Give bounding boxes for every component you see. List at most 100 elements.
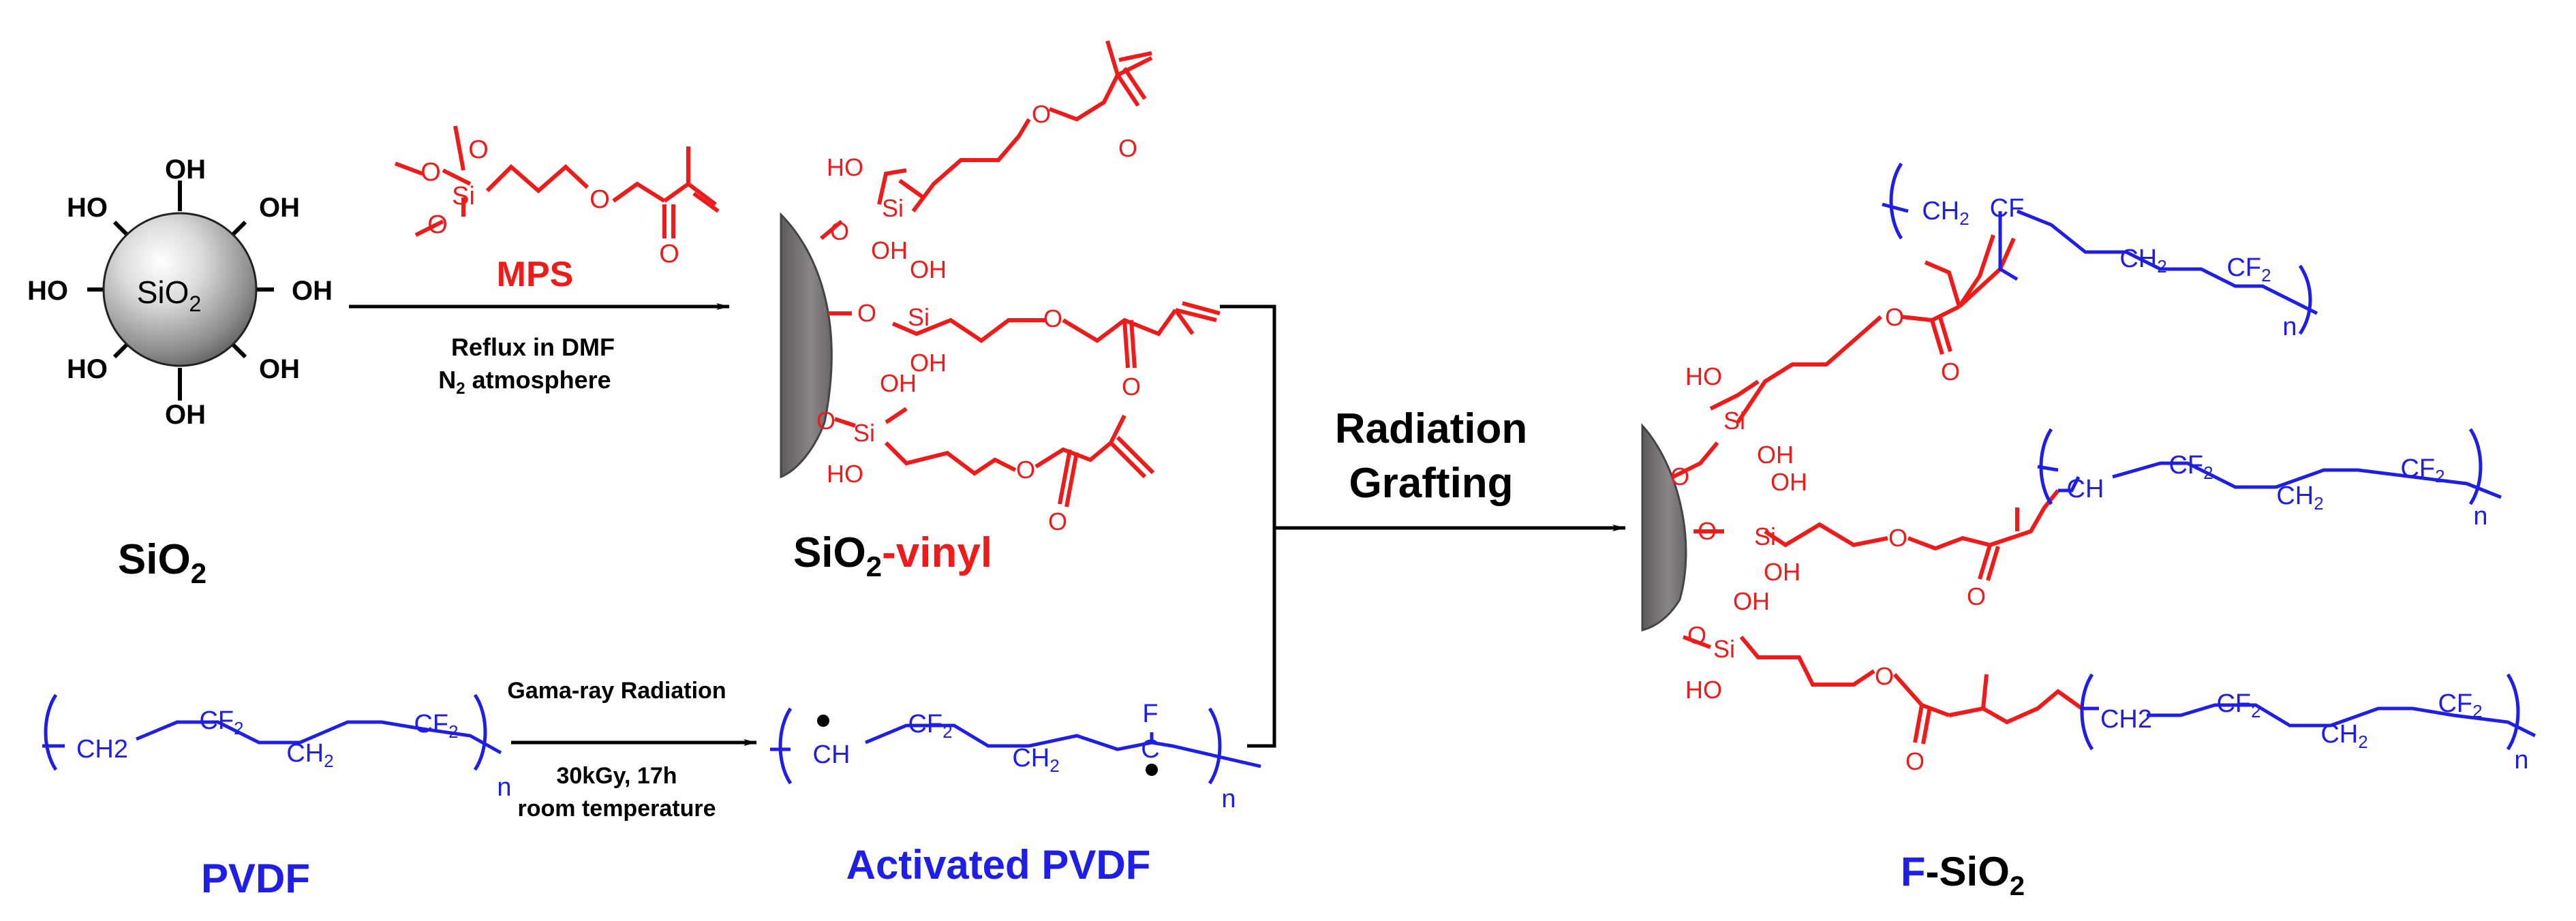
silica-sphere bbox=[102, 212, 258, 367]
svg-text:Si: Si bbox=[1723, 407, 1745, 435]
svg-text:CH: CH bbox=[2067, 475, 2104, 503]
svg-text:CF2: CF2 bbox=[2216, 689, 2260, 721]
radical-dot-ch bbox=[817, 715, 829, 727]
svg-text:O: O bbox=[1122, 373, 1141, 401]
mps-atom-labels: O O O Si O O bbox=[420, 136, 679, 268]
svg-text:CF2: CF2 bbox=[2168, 451, 2213, 483]
svg-text:HO: HO bbox=[1685, 362, 1722, 390]
gamma-condition: Gama-ray Radiation bbox=[507, 678, 726, 704]
svg-text:C: C bbox=[1141, 735, 1159, 764]
svg-text:O: O bbox=[1043, 305, 1062, 332]
svg-text:O: O bbox=[1885, 303, 1904, 331]
sio2-vinyl-title: SiO2-vinyl bbox=[793, 529, 992, 582]
svg-text:OH: OH bbox=[871, 236, 908, 264]
svg-text:O: O bbox=[420, 158, 441, 187]
reflux-condition: Reflux in DMF bbox=[451, 333, 615, 361]
svg-text:O: O bbox=[427, 210, 448, 239]
svg-text:Si: Si bbox=[882, 194, 904, 222]
svg-text:O: O bbox=[1016, 456, 1035, 484]
svg-text:Si: Si bbox=[1713, 635, 1735, 663]
svg-text:HO: HO bbox=[827, 153, 863, 181]
svg-text:OH: OH bbox=[165, 155, 206, 185]
svg-text:CF: CF bbox=[1990, 194, 2025, 223]
activated-pvdf-title: Activated PVDF bbox=[846, 842, 1151, 888]
svg-text:HO: HO bbox=[67, 193, 108, 223]
svg-text:O: O bbox=[1875, 662, 1894, 690]
svg-text:CH2: CH2 bbox=[1012, 744, 1059, 776]
svg-text:O: O bbox=[1118, 134, 1137, 162]
radical-dot-cf bbox=[1146, 764, 1158, 776]
activated-pvdf: CH CF2 CH2 F C n Activated PVDF bbox=[770, 700, 1261, 888]
svg-text:O: O bbox=[659, 240, 679, 268]
svg-text:CH2: CH2 bbox=[2276, 482, 2323, 514]
f-sio2-title: F-SiO2 bbox=[1901, 849, 2025, 901]
svg-text:OH: OH bbox=[259, 354, 300, 384]
svg-text:OH: OH bbox=[292, 276, 333, 306]
svg-text:O: O bbox=[816, 407, 835, 435]
svg-text:O: O bbox=[1888, 524, 1907, 552]
svg-text:CF2: CF2 bbox=[2438, 689, 2482, 721]
svg-text:Si: Si bbox=[1754, 522, 1776, 550]
dose-condition: 30kGy, 17h bbox=[556, 763, 677, 789]
svg-text:n: n bbox=[497, 773, 511, 802]
svg-text:O: O bbox=[857, 299, 876, 327]
svg-text:n: n bbox=[2282, 313, 2297, 341]
sphere-label: SiO2 bbox=[137, 275, 201, 316]
hydroxyl-labels: OH OH HO OH HO OH HO OH bbox=[27, 155, 333, 430]
svg-text:HO: HO bbox=[1685, 676, 1722, 704]
silica-surface bbox=[780, 212, 833, 479]
mps-label: MPS bbox=[497, 255, 574, 294]
f-sio2-product: HO O Si OH O O OH O Si OH O O O Si OH HO… bbox=[1641, 162, 2536, 901]
pvdf-title: PVDF bbox=[201, 856, 310, 901]
svg-text:CF2: CF2 bbox=[199, 706, 243, 738]
svg-text:O: O bbox=[1941, 358, 1960, 386]
svg-text:O: O bbox=[1032, 100, 1051, 128]
svg-text:O: O bbox=[1698, 517, 1717, 545]
svg-text:CH2: CH2 bbox=[2320, 720, 2367, 752]
sio2-particle: SiO2 OH OH HO OH HO OH HO OH SiO2 bbox=[27, 155, 333, 589]
svg-text:O: O bbox=[1905, 747, 1925, 775]
svg-text:CH2: CH2 bbox=[286, 739, 333, 771]
svg-text:OH: OH bbox=[910, 255, 947, 283]
atmosphere-condition: N2 atmosphere bbox=[438, 366, 611, 398]
sio2-title: SiO2 bbox=[118, 536, 206, 589]
svg-text:OH: OH bbox=[1733, 587, 1770, 615]
svg-text:OH: OH bbox=[1770, 468, 1807, 496]
sio2-vinyl: HO O Si OH OH O O O Si OH O O O Si OH HO… bbox=[780, 40, 1221, 582]
svg-text:O: O bbox=[830, 217, 849, 245]
svg-text:CH: CH bbox=[813, 740, 850, 769]
svg-text:OH: OH bbox=[259, 193, 300, 223]
svg-text:n: n bbox=[1221, 785, 1236, 813]
svg-text:O: O bbox=[1687, 621, 1706, 649]
temperature-condition: room temperature bbox=[518, 796, 716, 822]
svg-text:n: n bbox=[2514, 746, 2528, 775]
mps-molecule bbox=[394, 125, 720, 238]
svg-text:CF2: CF2 bbox=[414, 710, 458, 742]
svg-text:CH2: CH2 bbox=[2100, 705, 2152, 734]
svg-text:O: O bbox=[1048, 508, 1067, 535]
svg-text:O: O bbox=[1670, 463, 1689, 490]
radiation-label-2: Grafting bbox=[1349, 460, 1513, 507]
svg-text:Si: Si bbox=[853, 419, 875, 447]
svg-text:O: O bbox=[1967, 582, 1986, 610]
svg-text:CF2: CF2 bbox=[2400, 454, 2444, 486]
svg-text:CF2: CF2 bbox=[908, 710, 952, 742]
svg-text:O: O bbox=[468, 136, 489, 164]
radiation-label-1: Radiation bbox=[1335, 405, 1527, 452]
svg-text:HO: HO bbox=[27, 276, 68, 306]
svg-text:Si: Si bbox=[908, 303, 930, 331]
svg-text:n: n bbox=[2473, 502, 2487, 531]
silica-surface bbox=[1641, 423, 1687, 631]
svg-text:OH: OH bbox=[880, 369, 917, 397]
svg-text:OH: OH bbox=[910, 349, 947, 377]
combine-bracket bbox=[1220, 305, 1276, 748]
svg-text:CF2: CF2 bbox=[2226, 253, 2271, 285]
pvdf: CH2 CF2 CH2 CF2 n PVDF bbox=[42, 693, 512, 901]
svg-text:HO: HO bbox=[67, 354, 108, 384]
svg-text:CH2: CH2 bbox=[76, 735, 128, 764]
svg-text:OH: OH bbox=[165, 400, 206, 430]
svg-text:CH2: CH2 bbox=[2119, 245, 2166, 277]
svg-text:OH: OH bbox=[1764, 558, 1800, 586]
svg-text:CH2: CH2 bbox=[1922, 197, 1969, 229]
